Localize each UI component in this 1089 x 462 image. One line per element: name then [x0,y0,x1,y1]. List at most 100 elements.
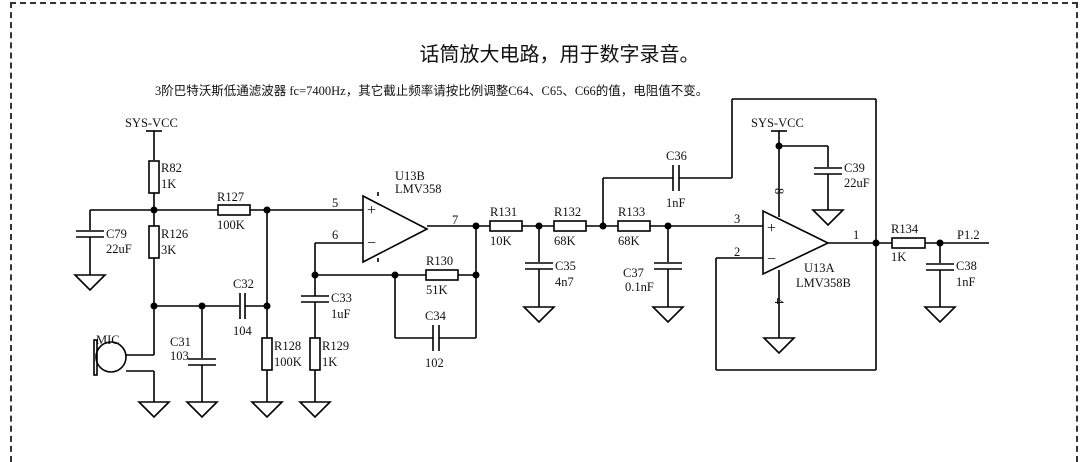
c39-value: 22uF [844,176,870,190]
capacitor-c33: C33 1uF [301,291,352,321]
mic-label: MIC [96,333,120,347]
ground-icon [522,306,556,324]
schematic-title: 话筒放大电路，用于数字录音。 [419,42,700,66]
pin-7: 7 [452,213,458,227]
sheet-border [10,2,1078,462]
plus-sign: + [767,220,776,237]
r134-value: 1K [891,250,906,264]
capacitor-c37: C37 0.1nF [623,262,682,294]
r133-ref: R133 [618,205,645,219]
r130-ref: R130 [426,254,453,268]
r132-ref: R132 [554,205,581,219]
circuit-schematic: SYS-VCC R82 1K C79 22uF R126 3K MIC [73,98,989,419]
capacitor-c32: C32 104 [233,277,254,338]
r128-ref: R128 [274,339,301,353]
resistor-r134: R134 1K [891,222,926,264]
output-net-label: P1.2 [957,228,980,242]
ground-icon [185,401,219,419]
c79-value: 22uF [106,242,132,256]
u13b-ref: U13B [395,169,425,183]
c32-value: 104 [233,324,253,338]
resistor-r128: R128 100K [261,337,302,371]
capacitor-c79: C79 22uF [76,227,132,256]
c36-value: 1nF [666,196,686,210]
c31-value: 103 [170,349,189,363]
c39-ref: C39 [844,161,865,175]
c32-ref: C32 [233,277,254,291]
c37-ref: C37 [623,266,644,280]
plus-sign: + [367,202,376,219]
c34-ref: C34 [425,309,447,323]
resistor-r127: R127 100K [217,190,251,232]
resistor-r130: R130 51K [425,254,459,297]
pin-3: 3 [734,212,740,226]
c35-value: 4n7 [555,275,574,289]
vcc-label-right: SYS-VCC [751,116,804,130]
u13a-part: LMV358B [796,276,851,290]
vcc-label-left: SYS-VCC [125,116,178,130]
opamp-u13b: + − U13B LMV358 5 6 7 [332,169,458,264]
ground-icon [298,401,332,419]
r126-ref: R126 [161,227,188,241]
capacitor-c39: C39 22uF [814,161,870,190]
pin-8: 8 [772,188,786,194]
junction [872,239,880,247]
r128-value: 100K [274,355,302,369]
opamp-u13a: + − U13A LMV358B 3 2 1 8 4 [734,188,859,305]
c37-value: 0.1nF [625,280,654,294]
u13a-ref: U13A [804,261,835,275]
c38-ref: C38 [956,259,977,273]
r82-ref: R82 [161,161,182,175]
r82-value: 1K [161,177,176,191]
capacitor-c35: C35 4n7 [525,259,576,289]
resistor-r129: R129 1K [309,337,349,371]
capacitor-c36: C36 1nF [666,149,687,210]
ground-icon [137,401,171,419]
ground-icon [73,274,107,292]
c31-ref: C31 [170,335,191,349]
r134-ref: R134 [891,222,919,236]
pin-5: 5 [332,196,338,210]
r129-ref: R129 [322,339,349,353]
minus-sign: − [767,251,776,268]
c36-ref: C36 [666,149,687,163]
resistor-r126: R126 3K [148,225,188,259]
r131-value: 10K [490,234,512,248]
resistor-r82: R82 1K [148,160,182,194]
capacitor-c34: C34 102 [425,309,447,370]
c38-value: 1nF [956,275,976,289]
r129-value: 1K [322,355,337,369]
pin-2: 2 [734,245,740,259]
c34-value: 102 [425,356,444,370]
ground-icon [923,306,957,324]
r126-value: 3K [161,243,176,257]
vcc-symbol-left: SYS-VCC [125,116,178,160]
r132-value: 68K [554,234,576,248]
c79-ref: C79 [106,227,127,241]
capacitor-c38: C38 1nF [926,259,977,289]
pin-1: 1 [853,228,859,242]
resistor-r132: R132 68K [553,205,587,248]
c35-ref: C35 [555,259,576,273]
minus-sign: − [367,235,376,252]
ground-icon [811,209,845,227]
r131-ref: R131 [490,205,517,219]
r127-value: 100K [217,218,245,232]
junction [472,222,480,230]
c33-ref: C33 [331,291,352,305]
capacitor-c31: C31 103 [170,335,216,366]
u13b-part: LMV358 [395,182,442,196]
resistor-r131: R131 10K [489,205,523,248]
ground-icon [762,337,796,355]
r133-value: 68K [618,234,640,248]
microphone-mic: MIC [93,333,154,376]
vcc-symbol-right: SYS-VCC [751,116,804,132]
r130-value: 51K [426,283,448,297]
schematic-note: 3阶巴特沃斯低通滤波器 fc=7400Hz，其它截止频率请按比例调整C64、C6… [155,84,709,98]
ground-icon [651,306,685,324]
c33-value: 1uF [331,307,351,321]
ground-icon [250,401,284,419]
resistor-r133: R133 68K [617,205,651,248]
r127-ref: R127 [217,190,244,204]
pin-6: 6 [332,228,338,242]
